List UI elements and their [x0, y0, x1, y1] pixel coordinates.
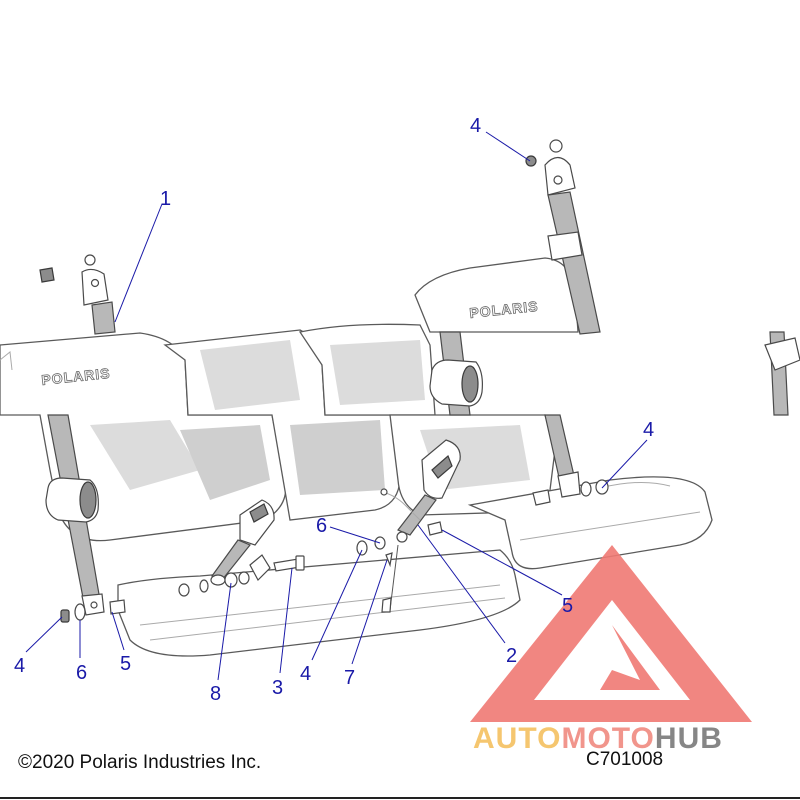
callout-7: 7	[344, 667, 355, 689]
loose-nut	[39, 267, 55, 283]
right-seat-back	[414, 257, 579, 333]
callout-3: 3	[272, 677, 283, 699]
callout-4-top: 4	[470, 115, 481, 137]
callout-4-right: 4	[643, 419, 654, 441]
svg-text:AUTOMOTOHUB: AUTOMOTOHUB	[473, 722, 723, 755]
callout-4-left: 4	[14, 655, 25, 677]
spacer	[224, 572, 238, 588]
nut	[60, 609, 70, 623]
callout-1: 1	[160, 188, 171, 210]
figure-code: C701008	[586, 749, 663, 770]
leader-lines	[25, 131, 648, 681]
callout-6-left: 6	[76, 662, 87, 684]
watermark-triangle	[470, 545, 752, 722]
watermark-hub: HUB	[655, 722, 723, 755]
callout-5-right: 5	[562, 595, 573, 617]
callout-6-center: 6	[316, 515, 327, 537]
watermark: AUTOMOTOHUB	[470, 545, 752, 755]
brand-left: POLARIS	[41, 365, 112, 388]
watermark-moto: MOTO	[561, 722, 654, 755]
washer	[74, 603, 86, 621]
left-upper-anchor	[81, 268, 109, 306]
callout-8: 8	[210, 683, 221, 705]
bolt	[109, 599, 126, 615]
right-seat-belt	[429, 139, 609, 506]
right-partial-view	[0, 331, 800, 416]
callout-2: 2	[506, 645, 517, 667]
copyright: ©2020 Polaris Industries Inc.	[18, 752, 261, 773]
brand-right: POLARIS	[469, 298, 540, 321]
callout-5-left: 5	[120, 653, 131, 675]
watermark-auto: AUTO	[473, 722, 561, 755]
left-seat-belt	[39, 254, 126, 623]
bracket	[249, 554, 271, 581]
right-seat-base	[467, 476, 713, 570]
seat-backs: POLARIS POLARIS	[0, 257, 579, 542]
callouts: 1 4 4 6 5 2 4 6 5 8 3 4 7	[14, 115, 654, 705]
center-buckles	[178, 439, 461, 613]
callout-4-center: 4	[300, 663, 311, 685]
